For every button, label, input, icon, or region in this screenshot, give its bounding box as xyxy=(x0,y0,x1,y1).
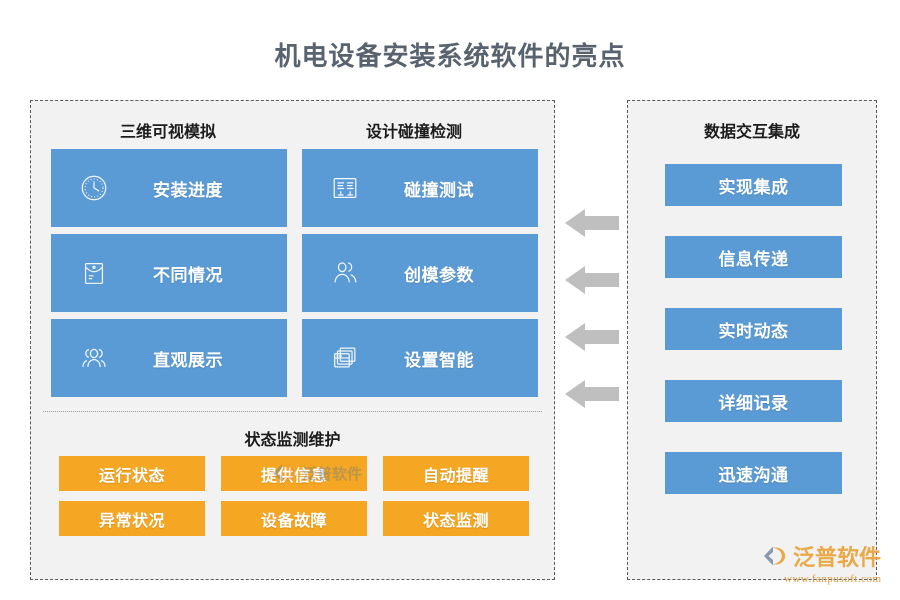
column-header-data-integration: 数据交互集成 xyxy=(703,124,800,141)
feature-card-label: 安装进度 xyxy=(153,180,223,200)
feature-card-smart-settings[interactable]: 设置智能 xyxy=(302,319,538,397)
status-tag[interactable]: 设备故障 xyxy=(221,501,367,536)
status-tag-grid: 运行状态 提供信息 自动提醒 异常状况 设备故障 状态监测 xyxy=(59,456,529,536)
two-people-icon xyxy=(328,256,362,290)
report-chart-icon xyxy=(328,171,362,205)
column-header-3d-simulation: 三维可视模拟 xyxy=(119,124,216,141)
feature-card-label: 设置智能 xyxy=(404,350,474,370)
feature-card-label: 直观展示 xyxy=(153,350,223,370)
data-integration-item[interactable]: 实现集成 xyxy=(665,164,842,206)
section-header-status-monitoring: 状态监测维护 xyxy=(244,432,341,449)
column-header-clash-detection: 设计碰撞检测 xyxy=(365,124,462,141)
feature-card-label: 不同情况 xyxy=(153,265,223,285)
data-integration-item[interactable]: 迅速沟通 xyxy=(665,452,842,494)
windows-stack-icon xyxy=(328,341,362,375)
data-integration-item[interactable]: 信息传递 xyxy=(665,236,842,278)
logo-name: 泛普软件 xyxy=(793,545,882,570)
clock-icon xyxy=(77,171,111,205)
envelope-icon xyxy=(77,256,111,290)
feature-card-install-progress[interactable]: 安装进度 xyxy=(51,149,287,227)
status-tag[interactable]: 自动提醒 xyxy=(383,456,529,491)
feature-card-intuitive-display[interactable]: 直观展示 xyxy=(51,319,287,397)
arrow-left-icon xyxy=(565,262,621,298)
status-tag[interactable]: 异常状况 xyxy=(59,501,205,536)
status-tag[interactable]: 运行状态 xyxy=(59,456,205,491)
logo-url: www.fanpusoft.com xyxy=(784,573,882,585)
feature-card-different-situations[interactable]: 不同情况 xyxy=(51,234,287,312)
fanpu-logo-mark-icon xyxy=(762,544,788,568)
arrow-left-icon xyxy=(565,376,621,412)
status-tag[interactable]: 状态监测 xyxy=(383,501,529,536)
feature-card-model-parameters[interactable]: 创模参数 xyxy=(302,234,538,312)
feature-card-clash-test[interactable]: 碰撞测试 xyxy=(302,149,538,227)
status-tag[interactable]: 提供信息 xyxy=(221,456,367,491)
data-integration-item[interactable]: 实时动态 xyxy=(665,308,842,350)
data-integration-item[interactable]: 详细记录 xyxy=(665,380,842,422)
left-panel: 三维可视模拟 设计碰撞检测 安装进度 xyxy=(30,100,555,580)
feature-card-label: 创模参数 xyxy=(404,265,474,285)
feature-card-grid: 安装进度 碰撞测试 xyxy=(51,149,538,397)
page-title: 机电设备安装系统软件的亮点 xyxy=(274,41,626,71)
arrow-left-icon xyxy=(565,319,621,355)
feature-card-label: 碰撞测试 xyxy=(404,180,474,200)
data-integration-list: 实现集成 信息传递 实时动态 详细记录 迅速沟通 xyxy=(665,164,842,494)
fanpu-logo: 泛普软件 www.fanpusoft.com xyxy=(762,540,894,588)
three-people-icon xyxy=(77,341,111,375)
arrow-group xyxy=(565,205,621,415)
section-divider xyxy=(43,411,542,412)
right-panel: 数据交互集成 实现集成 信息传递 实时动态 详细记录 迅速沟通 xyxy=(627,100,877,580)
arrow-left-icon xyxy=(565,205,621,241)
